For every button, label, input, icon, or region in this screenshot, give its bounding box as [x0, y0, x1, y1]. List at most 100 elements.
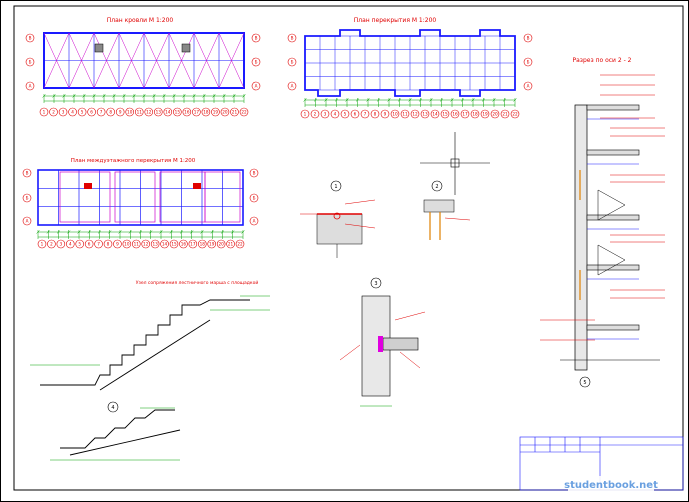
svg-text:10: 10 — [127, 110, 133, 115]
svg-text:2: 2 — [52, 110, 55, 115]
svg-text:17: 17 — [462, 112, 468, 117]
svg-text:16: 16 — [184, 110, 190, 115]
svg-text:5: 5 — [344, 112, 347, 117]
svg-text:7: 7 — [100, 110, 103, 115]
svg-text:15: 15 — [442, 112, 448, 117]
svg-text:В: В — [255, 36, 258, 41]
crosshair-cursor — [420, 132, 490, 195]
plan-intermediate-title: План междуэтажного перекрытия М 1:200 — [71, 158, 196, 164]
svg-text:5: 5 — [81, 110, 84, 115]
sheet-inner-frame — [13, 5, 684, 491]
svg-text:3: 3 — [60, 242, 63, 247]
svg-text:А: А — [291, 84, 294, 89]
svg-text:19: 19 — [209, 242, 215, 247]
svg-text:14: 14 — [162, 242, 168, 247]
svg-text:А: А — [29, 84, 32, 89]
svg-text:В: В — [527, 36, 530, 41]
svg-text:Б: Б — [255, 60, 258, 65]
svg-text:20: 20 — [222, 110, 228, 115]
svg-text:17: 17 — [194, 110, 200, 115]
svg-text:В: В — [253, 171, 256, 176]
svg-text:22: 22 — [241, 110, 247, 115]
svg-text:8: 8 — [107, 242, 110, 247]
svg-text:18: 18 — [203, 110, 209, 115]
svg-text:11: 11 — [137, 110, 143, 115]
watermark-text: studentbook.net — [564, 480, 658, 491]
svg-text:3: 3 — [374, 281, 377, 287]
svg-text:А: А — [527, 84, 530, 89]
svg-text:12: 12 — [412, 112, 418, 117]
svg-text:19: 19 — [213, 110, 219, 115]
svg-text:14: 14 — [432, 112, 438, 117]
svg-text:20: 20 — [218, 242, 224, 247]
svg-text:15: 15 — [171, 242, 177, 247]
svg-text:11: 11 — [134, 242, 140, 247]
svg-text:1: 1 — [41, 242, 44, 247]
svg-text:22: 22 — [512, 112, 518, 117]
svg-text:13: 13 — [152, 242, 158, 247]
svg-text:4: 4 — [334, 112, 337, 117]
plan-slab-title: План перекрытия М 1:200 — [354, 17, 437, 24]
svg-text:А: А — [253, 219, 256, 224]
detail-1: 1 — [300, 180, 376, 258]
watermark-logo: studentbook.net — [564, 476, 658, 492]
svg-text:13: 13 — [156, 110, 162, 115]
svg-text:15: 15 — [175, 110, 181, 115]
svg-text:13: 13 — [422, 112, 428, 117]
svg-text:Б: Б — [253, 196, 256, 201]
svg-text:21: 21 — [228, 242, 234, 247]
svg-text:6: 6 — [88, 242, 91, 247]
svg-text:19: 19 — [482, 112, 488, 117]
detail-3: 3 — [339, 277, 426, 407]
svg-text:Б: Б — [26, 196, 29, 201]
svg-text:5: 5 — [583, 380, 586, 386]
svg-text:9: 9 — [119, 110, 122, 115]
svg-text:А: А — [255, 84, 258, 89]
svg-text:3: 3 — [324, 112, 327, 117]
svg-text:16: 16 — [181, 242, 187, 247]
svg-text:В: В — [29, 36, 32, 41]
svg-text:В: В — [26, 171, 29, 176]
svg-text:А: А — [26, 219, 29, 224]
plan-slab: План перекрытия М 1:200 — [303, 17, 517, 107]
svg-text:4: 4 — [71, 110, 74, 115]
svg-text:4: 4 — [111, 405, 114, 411]
svg-text:11: 11 — [402, 112, 408, 117]
svg-text:12: 12 — [146, 110, 152, 115]
svg-text:17: 17 — [190, 242, 196, 247]
svg-text:14: 14 — [165, 110, 171, 115]
svg-text:Б: Б — [527, 60, 530, 65]
svg-text:2: 2 — [314, 112, 317, 117]
svg-text:1: 1 — [334, 184, 337, 190]
svg-text:4: 4 — [69, 242, 72, 247]
svg-text:9: 9 — [384, 112, 387, 117]
svg-text:Б: Б — [29, 60, 32, 65]
svg-text:1: 1 — [304, 112, 307, 117]
svg-text:2: 2 — [50, 242, 53, 247]
plan-roof: План кровли М 1:200 — [42, 17, 246, 103]
svg-text:6: 6 — [354, 112, 357, 117]
svg-text:10: 10 — [124, 242, 130, 247]
svg-text:18: 18 — [472, 112, 478, 117]
svg-text:2: 2 — [435, 184, 438, 190]
svg-text:7: 7 — [97, 242, 100, 247]
svg-text:22: 22 — [237, 242, 243, 247]
section-2-2: Разрез по оси 2 - 2 5 — [540, 57, 665, 388]
plan-intermediate: План междуэтажного перекрытия М 1:200 — [36, 158, 245, 239]
plan-roof-title: План кровли М 1:200 — [107, 17, 174, 24]
svg-text:Б: Б — [291, 60, 294, 65]
svg-text:10: 10 — [392, 112, 398, 117]
svg-text:В: В — [291, 36, 294, 41]
stair-node: Узел сопряжения лестничного марша с площ… — [30, 279, 270, 461]
svg-text:21: 21 — [232, 110, 238, 115]
svg-text:3: 3 — [62, 110, 65, 115]
svg-text:16: 16 — [452, 112, 458, 117]
svg-text:20: 20 — [492, 112, 498, 117]
section-title: Разрез по оси 2 - 2 — [573, 57, 632, 64]
stair-node-title: Узел сопряжения лестничного марша с площ… — [136, 279, 259, 286]
svg-text:5: 5 — [78, 242, 81, 247]
svg-text:18: 18 — [200, 242, 206, 247]
svg-text:21: 21 — [502, 112, 508, 117]
